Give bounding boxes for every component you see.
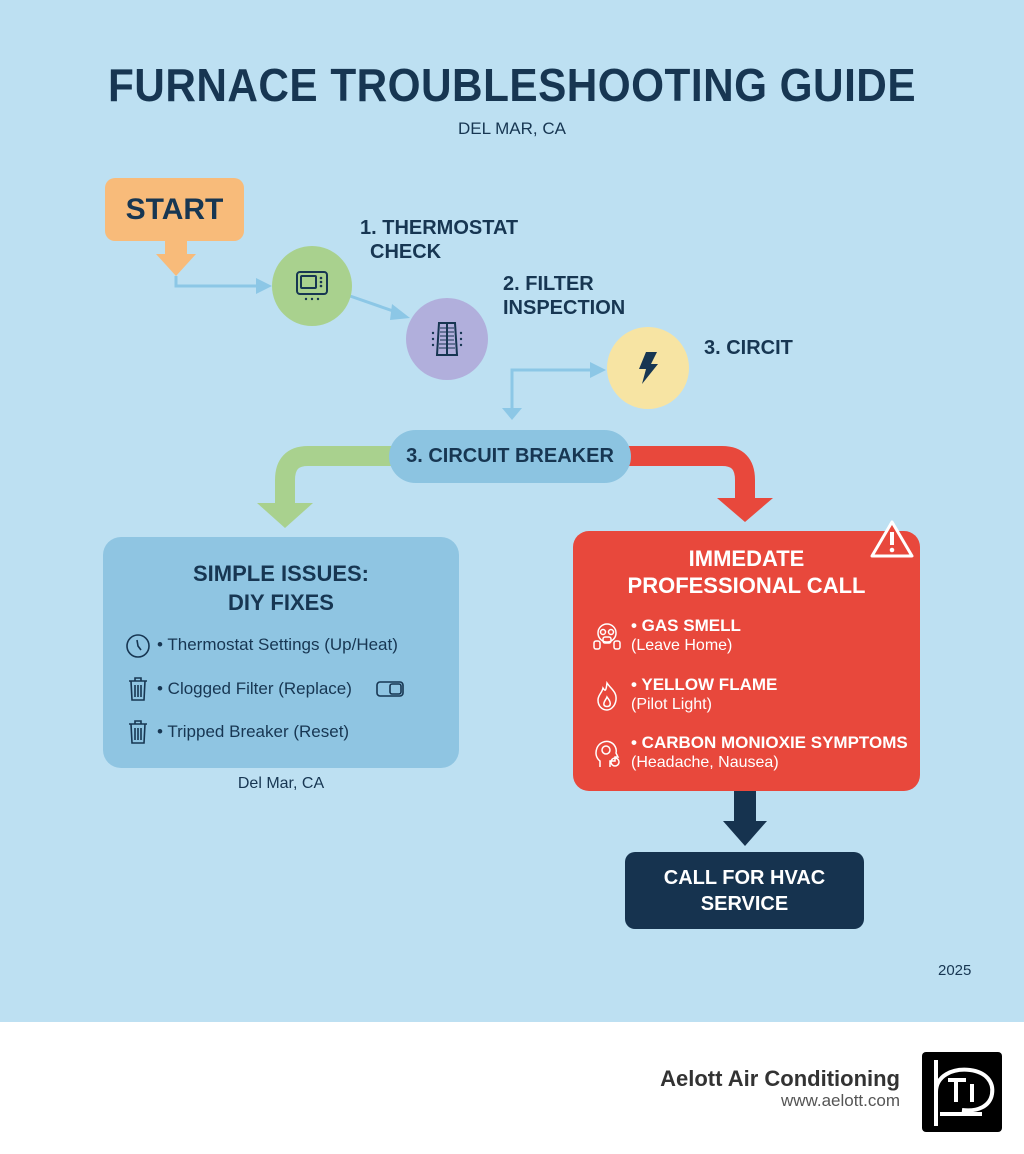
flow-connectors — [156, 238, 773, 846]
filter-step-node — [406, 298, 488, 380]
pro-item: • CARBON MONIOXIE SYMPTOMS (Headache, Na… — [591, 732, 908, 773]
diagram-canvas: FURNACE TROUBLESHOOTING GUIDE DEL MAR, C… — [0, 0, 1024, 1022]
diy-item-text: • Thermostat Settings (Up/Heat) — [157, 635, 398, 654]
professional-call-panel: IMMEDATE PROFESSIONAL CALL • GAS SMELL (… — [573, 531, 920, 791]
company-logo — [922, 1052, 1002, 1132]
call-hvac-service-node: CALL FOR HVAC SERVICE — [625, 852, 864, 929]
gas-mask-icon — [591, 621, 623, 653]
head-symptom-icon — [591, 738, 623, 770]
pro-title-line1: IMMEDATE — [688, 546, 805, 571]
diy-title: SIMPLE ISSUES: DIY FIXES — [103, 559, 459, 617]
clock-icon — [125, 632, 151, 658]
step-label-line2: INSPECTION — [503, 297, 626, 319]
hvac-label-line2: SERVICE — [700, 892, 789, 915]
company-url[interactable]: www.aelott.com — [780, 1091, 900, 1110]
pro-item-head: • CARBON MONIOXIE SYMPTOMS — [631, 733, 908, 752]
pro-title: IMMEDATE PROFESSIONAL CALL — [573, 545, 920, 599]
pro-item-head: • YELLOW FLAME — [631, 675, 778, 694]
warning-icon — [870, 520, 914, 558]
year-label: 2025 — [938, 962, 972, 979]
page-subtitle: DEL MAR, CA — [457, 119, 566, 138]
trash-icon — [125, 719, 151, 745]
diy-title-line1: SIMPLE ISSUES: — [192, 561, 370, 586]
filter-step-label: 2. FILTER INSPECTION — [503, 272, 625, 320]
diy-item: • Thermostat Settings (Up/Heat) — [125, 632, 398, 658]
pro-item: • YELLOW FLAME (Pilot Light) — [591, 674, 777, 715]
step-label-line2: CHECK — [370, 241, 442, 263]
pro-item-sub: (Headache, Nausea) — [631, 754, 779, 771]
flame-icon — [591, 680, 623, 712]
hvac-label-line1: CALL FOR HVAC — [663, 866, 826, 889]
pro-title-line2: PROFESSIONAL CALL — [627, 573, 866, 598]
diy-item: • Clogged Filter (Replace) — [125, 676, 404, 702]
pro-item-sub: (Leave Home) — [631, 637, 733, 654]
toggle-switch-icon — [376, 681, 404, 697]
circuit-step-node — [607, 327, 689, 409]
pro-item-sub: (Pilot Light) — [631, 696, 712, 713]
thermostat-icon — [296, 271, 328, 301]
lightning-icon — [639, 352, 658, 384]
company-name: Aelott Air Conditioning — [660, 1066, 900, 1091]
diy-fixes-panel: SIMPLE ISSUES: DIY FIXES • Thermostat Se… — [103, 537, 459, 768]
step-label-line1: 2. FILTER — [503, 273, 594, 295]
start-node: START — [105, 178, 244, 241]
page-title: FURNACE TROUBLESHOOTING GUIDE — [107, 59, 917, 111]
thermostat-step-label: 1. THERMOSTAT CHECK — [360, 216, 518, 264]
circuit-step-label: 3. CIRCIT — [704, 337, 793, 359]
step-label-line1: 1. THERMOSTAT — [360, 217, 519, 239]
diy-caption: Del Mar, CA — [237, 775, 325, 792]
trash-icon — [125, 676, 151, 702]
pro-item: • GAS SMELL (Leave Home) — [591, 615, 741, 656]
circuit-breaker-decision: 3. CIRCUIT BREAKER — [389, 430, 631, 483]
pro-item-head: • GAS SMELL — [631, 616, 741, 635]
diy-item: • Tripped Breaker (Reset) — [125, 719, 349, 745]
diy-item-text: • Tripped Breaker (Reset) — [157, 722, 350, 741]
thermostat-step-node — [272, 246, 352, 326]
filter-icon — [431, 322, 463, 356]
diy-item-text: • Clogged Filter (Replace) — [157, 679, 352, 698]
diy-title-line2: DIY FIXES — [228, 590, 334, 615]
